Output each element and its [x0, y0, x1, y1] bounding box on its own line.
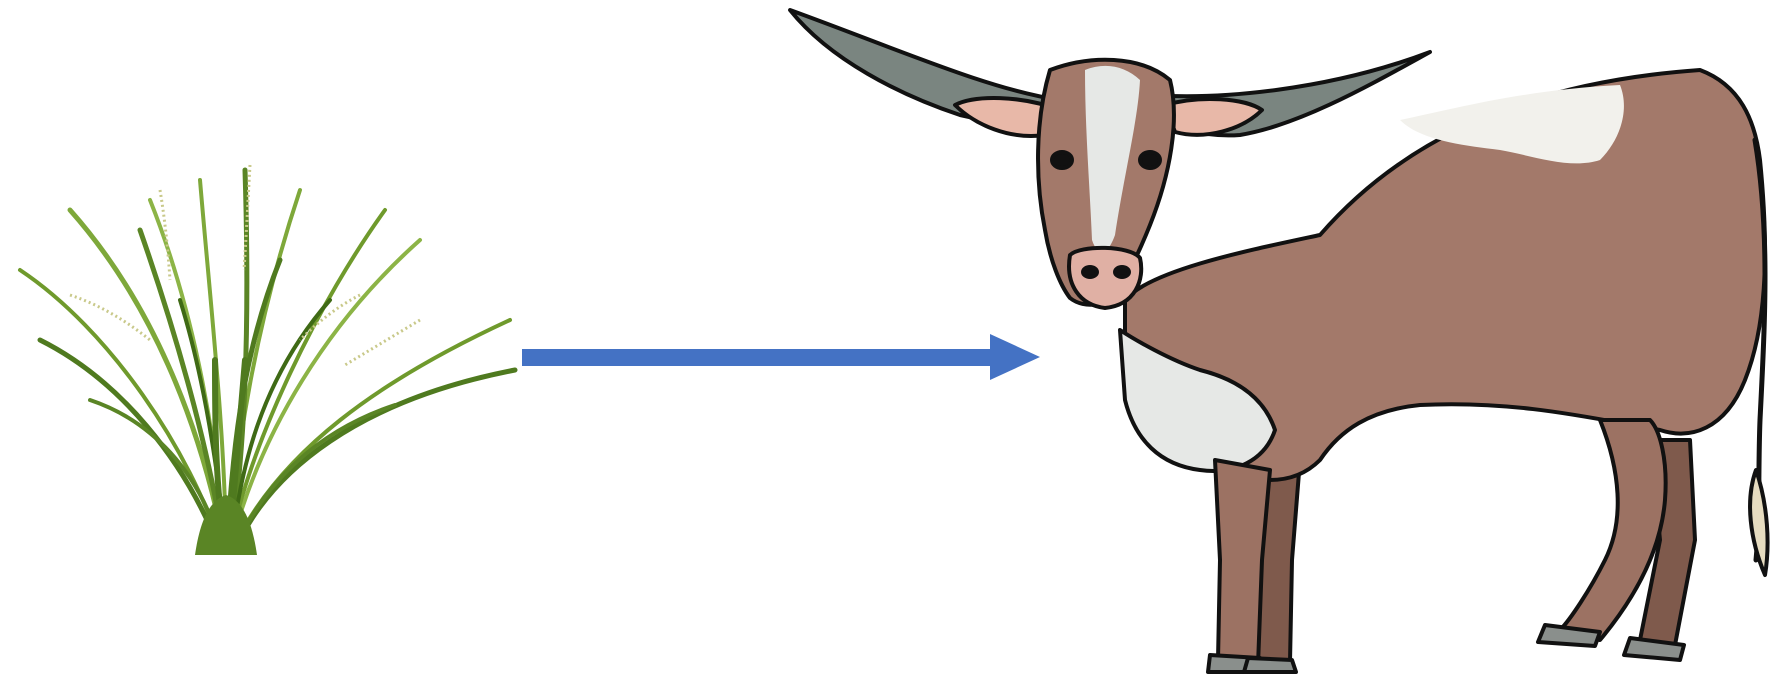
arrow-right-icon [522, 334, 1040, 380]
longhorn-cow-icon [790, 10, 1768, 672]
grass-icon [20, 165, 515, 555]
